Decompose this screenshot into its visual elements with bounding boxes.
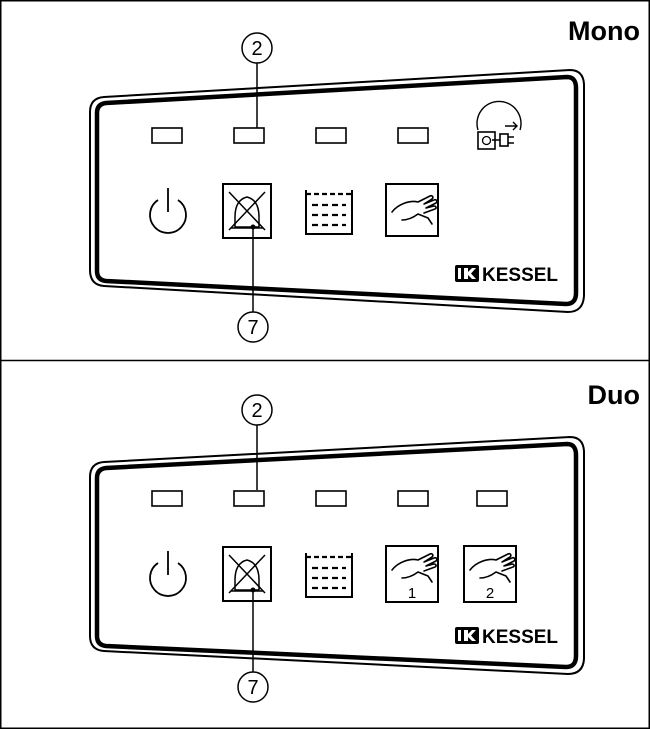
- led-indicator: [315, 490, 347, 507]
- alarm-mute-icon[interactable]: [222, 546, 272, 602]
- led-indicator: [233, 127, 265, 144]
- led-indicator: [315, 127, 347, 144]
- callout-number-top: 2: [251, 38, 262, 60]
- panel-bezel-inner: [94, 74, 579, 307]
- led-indicator: [397, 490, 429, 507]
- power-plug-icon: [476, 100, 522, 150]
- kessel-logo: KESSEL: [455, 265, 558, 286]
- brand-name: KESSEL: [482, 265, 558, 286]
- pump-number: 2: [486, 585, 494, 602]
- duo-panel: Duo 2: [89, 380, 640, 703]
- manual-hand-icon[interactable]: [385, 183, 439, 237]
- led-indicator: [151, 127, 183, 144]
- panel-title: Duo: [588, 380, 640, 410]
- panel-bezel-inner: [94, 441, 579, 670]
- callout-number-bottom: 7: [247, 317, 258, 339]
- manual-hand-icon[interactable]: 1: [385, 545, 439, 603]
- led-indicator: [397, 127, 429, 144]
- led-indicator: [233, 490, 265, 507]
- callout-number-bottom: 7: [247, 677, 258, 699]
- manual-hand-icon[interactable]: 2: [463, 545, 517, 603]
- tank-level-icon[interactable]: [305, 190, 353, 235]
- panel-title: Mono: [568, 16, 640, 46]
- led-indicator: [476, 490, 508, 507]
- led-indicator: [151, 490, 183, 507]
- alarm-mute-icon[interactable]: [222, 183, 272, 239]
- power-icon[interactable]: [149, 188, 187, 234]
- mono-panel: Mono 2: [89, 16, 640, 343]
- tank-level-icon[interactable]: [305, 553, 353, 598]
- pump-number: 1: [408, 585, 416, 602]
- callout-number-top: 2: [251, 400, 262, 422]
- panel-bezel-outer: [89, 68, 585, 314]
- brand-name: KESSEL: [482, 627, 558, 648]
- panel-bezel-outer: [89, 435, 585, 676]
- callout-circle: [237, 671, 269, 703]
- callout-circle: [237, 311, 269, 343]
- power-icon[interactable]: [149, 551, 187, 597]
- kessel-logo: KESSEL: [455, 627, 558, 648]
